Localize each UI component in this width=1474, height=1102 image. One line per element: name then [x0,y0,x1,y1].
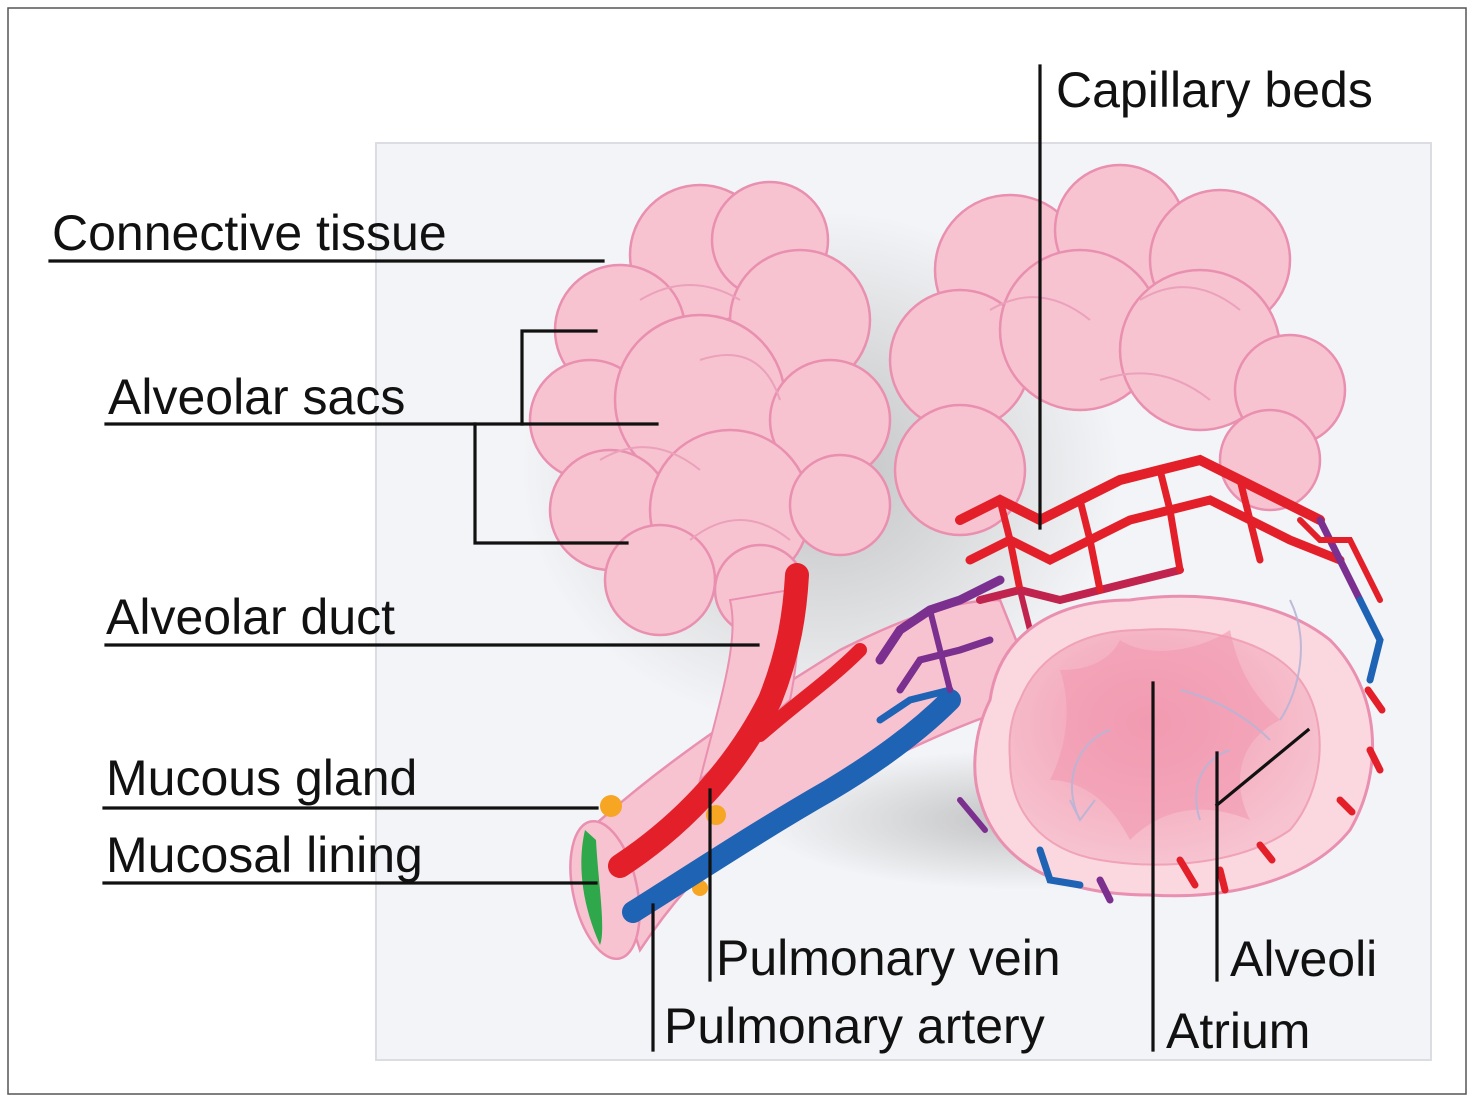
label-pulmonary-vein: Pulmonary vein [716,930,1061,986]
label-atrium: Atrium [1166,1003,1310,1059]
label-mucous-gland: Mucous gland [106,750,417,806]
label-pulmonary-artery: Pulmonary artery [664,998,1045,1054]
label-alveoli: Alveoli [1230,931,1377,987]
label-mucosal-lining: Mucosal lining [106,827,423,883]
label-alveolar-sacs: Alveolar sacs [108,369,405,425]
label-connective-tissue: Connective tissue [52,205,447,261]
mucous-gland-shape [600,795,622,817]
label-capillary-beds: Capillary beds [1056,62,1373,118]
label-alveolar-duct: Alveolar duct [106,589,395,645]
open-alveolus [975,596,1373,895]
